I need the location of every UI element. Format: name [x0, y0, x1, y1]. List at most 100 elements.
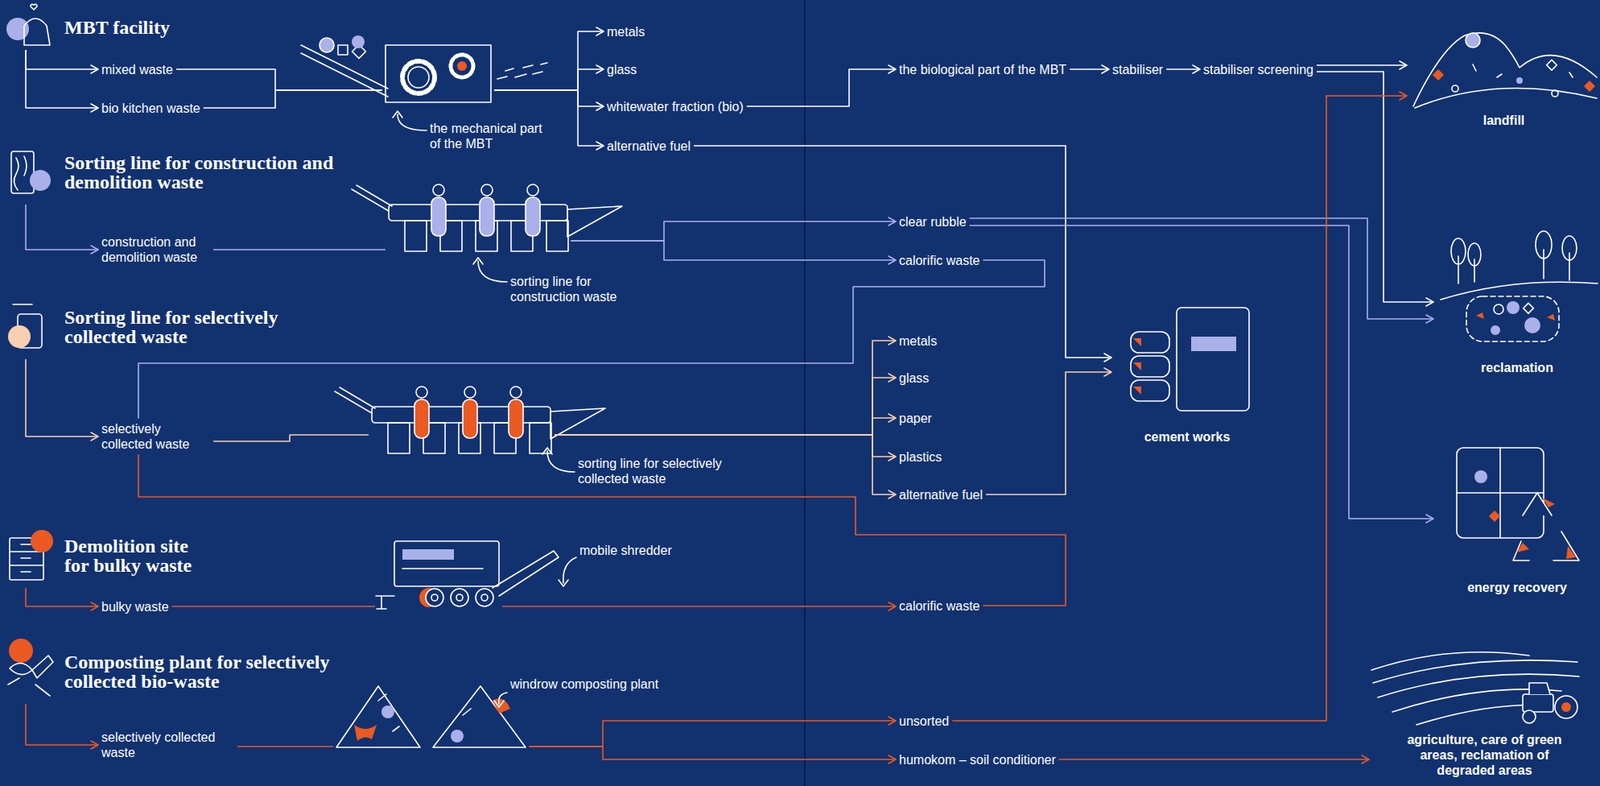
connector-line: [237, 745, 334, 747]
flow-label: bio kitchen waste: [101, 100, 201, 116]
flow-label: calorific waste: [898, 597, 980, 614]
flow-label-node: mixed waste: [101, 61, 174, 78]
flow-label-node: bulky waste: [101, 598, 170, 615]
flow-connector: [570, 240, 896, 264]
flow-label: glass: [898, 370, 929, 386]
flow-label: alternative fuel: [606, 138, 691, 154]
flow-label: construction and demolition waste: [101, 234, 211, 265]
section-heading-node: Composting plant for selectively collect…: [8, 651, 348, 701]
flow-label-node: calorific waste: [898, 597, 980, 614]
arrow-head: [1426, 514, 1434, 523]
flow-label: selectively collected waste: [101, 729, 235, 760]
callout-label: mobile shredder: [579, 542, 717, 558]
flow-label: plastics: [898, 449, 942, 465]
connector-line: [25, 204, 99, 250]
flow-label: mixed waste: [101, 61, 174, 78]
flow-label: stabiliser screening: [1203, 61, 1314, 78]
flow-connector: [237, 746, 334, 747]
flow-label-node: glass: [898, 370, 929, 386]
flow-label: glass: [606, 61, 637, 78]
arrow-head: [90, 602, 99, 611]
arrow-head: [888, 255, 896, 264]
flow-label: stabiliser: [1112, 61, 1163, 78]
flow-connector: [693, 145, 1112, 362]
flow-connector: [494, 65, 604, 91]
flow-connector: [25, 49, 99, 112]
arrow-head: [596, 27, 604, 36]
flow-label: clear rubble: [898, 214, 967, 230]
flow-label-node: stabiliser screening: [1203, 61, 1314, 78]
flow-label-node: unsorted: [898, 713, 949, 729]
destination-label: cement works: [1114, 428, 1260, 445]
flow-connector: [969, 225, 1434, 523]
machine-node: mobile shredder: [378, 537, 499, 611]
flow-label-node: calorific waste: [898, 252, 980, 269]
arrow-head: [1192, 65, 1200, 74]
flow-connector: [172, 606, 376, 607]
flow-label: calorific waste: [898, 252, 980, 269]
flow-connector: [952, 91, 1407, 721]
flow-label-node: plastics: [898, 449, 942, 465]
connector-line: [985, 371, 1112, 495]
flow-label-node: paper: [898, 410, 932, 426]
flow-connector: [528, 746, 896, 763]
destination-node: landfill: [1410, 24, 1598, 131]
arrow-head: [90, 740, 99, 749]
connector-line: [554, 340, 896, 435]
destination-label: energy recovery: [1436, 579, 1598, 595]
flow-label: whitewater fraction (bio): [606, 98, 744, 115]
arrow-head: [888, 716, 896, 725]
section-heading: Sorting line for construction and demoli…: [64, 152, 343, 192]
flow-connector: [494, 27, 604, 91]
section-heading-node: Sorting line for selectively collected w…: [8, 307, 343, 356]
machine-node: windrow composting plant: [336, 692, 526, 747]
connector-line: [494, 90, 604, 146]
connector-line: [528, 746, 896, 759]
connector-line: [25, 703, 99, 745]
flow-connector: [969, 218, 1434, 323]
arrow-head: [596, 102, 604, 111]
machine-node: the mechanical part of the MBT: [385, 45, 491, 103]
flow-connector: [25, 204, 99, 254]
arrow-head: [888, 373, 896, 382]
flow-label: paper: [898, 410, 932, 426]
destination-label: landfill: [1410, 112, 1598, 128]
connector-line: [1316, 71, 1434, 302]
connector-line: [213, 248, 386, 251]
flow-label-node: metals: [898, 333, 937, 349]
destination-node: reclamation: [1436, 225, 1598, 375]
flow-connector: [1166, 65, 1200, 74]
flow-connector: [1069, 65, 1110, 74]
arrow-head: [888, 65, 896, 74]
connector-line: [746, 69, 896, 107]
section-heading: MBT facility: [64, 17, 343, 38]
section-heading-node: MBT facility: [8, 17, 343, 47]
connector-line: [1069, 68, 1110, 71]
flow-label-node: alternative fuel: [898, 486, 983, 503]
arrow-head: [888, 452, 896, 461]
flow-connector: [554, 434, 896, 499]
flow-connector: [1059, 754, 1370, 763]
flow-label: metals: [898, 333, 937, 349]
flow-label: selectively collected waste: [101, 420, 211, 452]
connector-line: [570, 240, 896, 260]
arrow-head: [90, 432, 99, 441]
connector-line: [969, 225, 1434, 519]
flow-connector: [554, 413, 896, 435]
connector-line: [213, 434, 369, 442]
flow-connector: [554, 373, 896, 435]
connector-line: [25, 358, 99, 437]
connector-line: [693, 145, 1112, 358]
flow-label-node: humokom – soil conditioner: [898, 751, 1056, 768]
flow-connector: [554, 336, 896, 435]
flow-label: metals: [606, 24, 645, 40]
section-heading: Composting plant for selectively collect…: [64, 651, 348, 691]
flow-label-node: selectively collected waste: [101, 420, 211, 452]
arrow-head: [90, 245, 99, 254]
connector-line: [138, 454, 1066, 606]
flow-label: alternative fuel: [898, 486, 983, 503]
flow-connector: [176, 69, 383, 91]
connector-line: [176, 69, 383, 91]
flow-label-node: stabiliser: [1112, 61, 1163, 78]
connector-line: [554, 434, 896, 495]
